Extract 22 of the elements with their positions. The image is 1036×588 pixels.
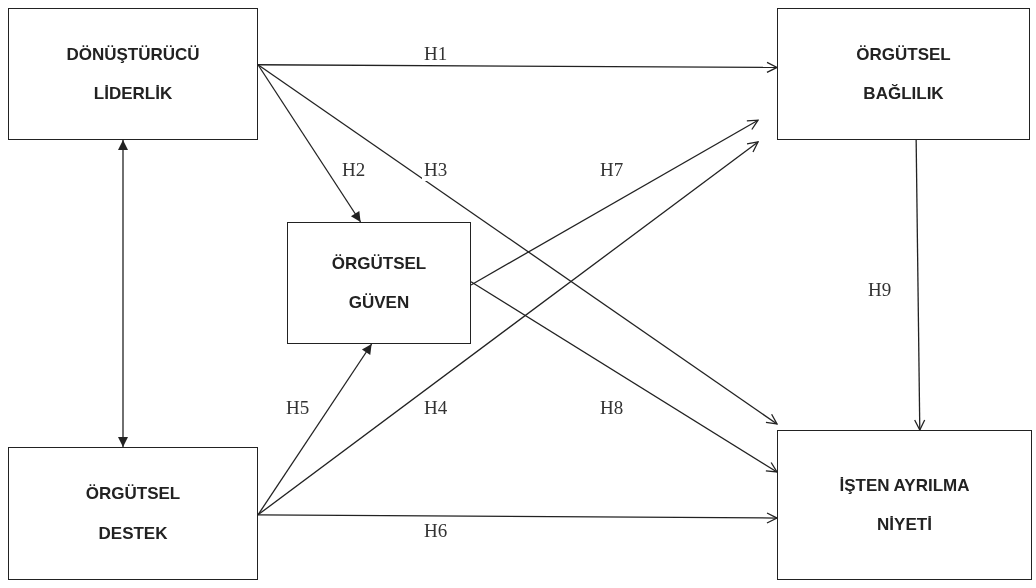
concept-box	[777, 8, 1030, 140]
concept-box	[287, 222, 471, 344]
edge-label: H3	[422, 160, 450, 181]
arrow	[257, 512, 778, 524]
concept-label: İŞTEN AYRILMA NİYETİ	[838, 474, 971, 536]
arrow	[470, 119, 759, 286]
arrow	[257, 64, 778, 425]
concept-box	[8, 8, 258, 140]
concept-box	[777, 430, 1032, 580]
arrow	[257, 343, 373, 516]
concept-label: ÖRGÜTSEL BAĞLILIK	[855, 43, 952, 105]
arrow	[914, 139, 926, 431]
edge-label: H1	[422, 44, 450, 65]
concept-label: DÖNÜŞTÜRÜCÜ LİDERLİK	[65, 43, 201, 105]
arrow	[470, 281, 778, 473]
arrow	[257, 141, 759, 516]
concept-box	[8, 447, 258, 580]
arrow	[257, 61, 778, 73]
concept-label: ÖRGÜTSEL GÜVEN	[330, 252, 428, 314]
double-arrow	[118, 139, 128, 448]
arrow	[257, 64, 362, 223]
concept-label: ÖRGÜTSEL DESTEK	[84, 483, 182, 545]
